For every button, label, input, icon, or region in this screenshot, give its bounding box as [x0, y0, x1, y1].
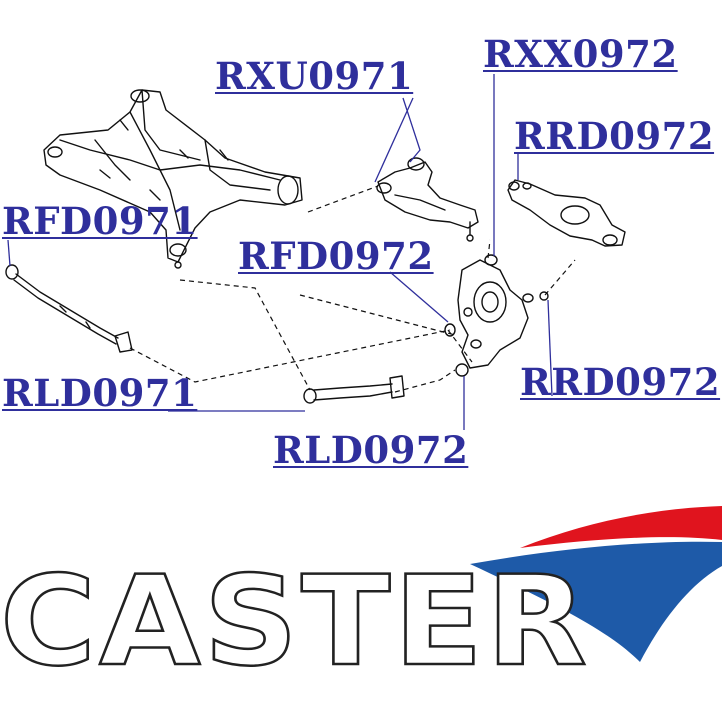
part-label-rrd0972-bottom: RRD0972 [520, 360, 721, 404]
rear-subframe-drawing [43, 89, 303, 269]
part-label-rxu0971: RXU0971 [215, 54, 414, 98]
part-label-rld0972: RLD0972 [273, 428, 469, 472]
part-label-rld0971: RLD0971 [2, 371, 198, 415]
brand-wordmark: CASTER [0, 550, 590, 694]
part-label-rfd0972: RFD0972 [238, 234, 434, 278]
knuckle-drawing [444, 254, 549, 377]
rear-lateral-link-drawing [303, 375, 405, 404]
part-label-rrd0972-top: RRD0972 [514, 114, 715, 158]
lower-control-arm-drawing [507, 179, 626, 247]
upper-control-arm-drawing [376, 157, 479, 242]
front-lateral-link-drawing [5, 264, 133, 353]
part-label-rxx0972: RXX0972 [483, 32, 678, 76]
brand-swoosh [470, 506, 722, 662]
part-label-rfd0971: RFD0971 [2, 199, 198, 243]
